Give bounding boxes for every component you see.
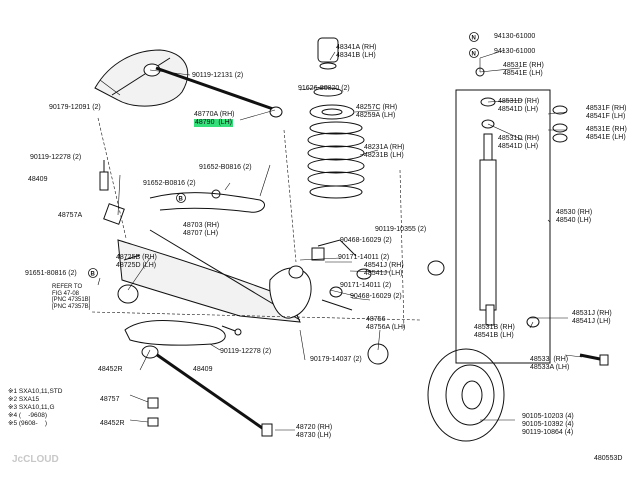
callout-90171-14011-a: 90171-14011 (2): [338, 254, 390, 261]
callout-90468-16029-b: 90468-16029 (2): [350, 293, 402, 300]
callout-refer-fig-47-08: REFER TO FIG 47-08 [PNC 47351B] [PNC 473…: [52, 284, 91, 310]
callout-48756: 48756 48756A (LH): [366, 316, 406, 331]
svg-text:B: B: [179, 197, 184, 203]
callout-91626-80820: 91626-80820 (2): [298, 85, 350, 92]
callout-48531B: 48531B (RH) 48541B (LH): [474, 324, 515, 339]
callout-48531E-a: 48531E (RH) 48541E (LH): [503, 62, 544, 77]
callout-48770A: 48770A (RH): [194, 111, 235, 118]
brake-drum: [427, 348, 505, 442]
bushing-48757A: [103, 203, 125, 225]
callout-48790-highlighted: 48790 (LH): [194, 119, 233, 127]
callout-90171-14011-b: 90171-14011 (2): [340, 282, 392, 289]
callout-90119-12131: 90119-12131 (2): [192, 72, 244, 79]
watermark: JcCLOUD: [12, 454, 59, 465]
callout-90119-12278-a: 90119-12278 (2): [30, 154, 82, 161]
shock-absorber: [479, 97, 540, 328]
callout-48409-a: 48409: [28, 176, 48, 183]
callout-48409-b: 48409: [193, 366, 213, 373]
variant-legend: ※1 SXA10,11,STD ※2 SXA15 ※3 SXA10,11,G ※…: [8, 388, 62, 428]
callout-48757: 48757: [100, 396, 120, 403]
callout-48757A: 48757A: [58, 212, 83, 219]
legend-item: ※3 SXA10,11,G: [8, 404, 55, 411]
marker-n-top: [88, 32, 479, 278]
callout-48531D-a: 48531D (RH) 48541D (LH): [498, 98, 540, 113]
callout-94130-61000-b: 94130-61000: [494, 48, 536, 55]
callout-94130-61000-a: 94130-61000: [494, 33, 536, 40]
callout-48341A: 48341A (RH) 48341B (LH): [336, 44, 377, 59]
legend-item: ※5 (9608- ): [8, 420, 48, 427]
upper-control-arm: [155, 66, 277, 112]
callout-90468-16029-a: 90468-16029 (2): [340, 237, 392, 244]
callout-48531E-b: 48531E (RH) 48541E (LH): [586, 126, 627, 141]
callout-48530: 48530 (RH) 48540 (LH): [556, 209, 593, 224]
callout-90119-10355: 90119-10355 (2): [375, 226, 427, 233]
callout-91652-B0816-a: 91652-B0816 (2): [199, 164, 252, 171]
callout-90105-10203: 90105-10203 (4) 90105-10392 (4) 90119-10…: [522, 413, 574, 436]
callout-48541J: 48541J (RH) 48541J (LH): [364, 262, 404, 277]
bumper-stop: [317, 37, 339, 63]
callout-48231A: 48231A (RH) 48231B (LH): [364, 144, 405, 159]
callout-48720: 48720 (RH) 48730 (LH): [296, 424, 333, 439]
lateral-rod: [149, 348, 269, 434]
legend-item: ※2 SXA15: [8, 396, 40, 403]
svg-text:B: B: [91, 272, 96, 278]
callout-48452R-a: 48452R: [98, 366, 123, 373]
callout-48452R-b: 48452R: [100, 420, 125, 427]
coil-spring: [307, 121, 365, 199]
callout-90119-12278-b: 90119-12278 (2): [220, 348, 272, 355]
callout-48531F: 48531F (RH) 48541F (LH): [586, 105, 627, 120]
callout-90179-12091: 90179-12091 (2): [49, 104, 101, 111]
callout-48531J: 48531J (RH) 48541J (LH): [572, 310, 612, 325]
callout-91652-B0816-b: 91652-B0816 (2): [143, 180, 196, 187]
shock-absorber-box: [455, 89, 551, 364]
callout-90179-14037: 90179-14037 (2): [310, 356, 362, 363]
callout-48703: 48703 (RH) 48707 (LH): [183, 222, 220, 237]
callout-48725B: 48725B (RH) 48725D (LH): [116, 254, 157, 269]
diagram-id: 480553D: [594, 455, 623, 462]
legend-item: ※1 SXA10,11,STD: [8, 388, 63, 395]
callout-91651-80816: 91651-80816 (2): [25, 270, 77, 277]
callout-48257C: 48257C (RH) 48259A (LH): [356, 104, 398, 119]
rear-axle-beam: [117, 239, 301, 323]
stabilizer-bar: [149, 192, 265, 213]
body-bracket: [94, 49, 189, 107]
callout-48533: 48533 (RH) 48533A (LH): [530, 356, 570, 371]
legend-item: ※4 ( -9608): [8, 412, 48, 419]
svg-text:N: N: [472, 52, 476, 58]
svg-text:N: N: [472, 36, 476, 42]
callout-48531D-b: 48531D (RH) 48541D (LH): [498, 135, 540, 150]
lower-control-arm: [124, 319, 226, 346]
